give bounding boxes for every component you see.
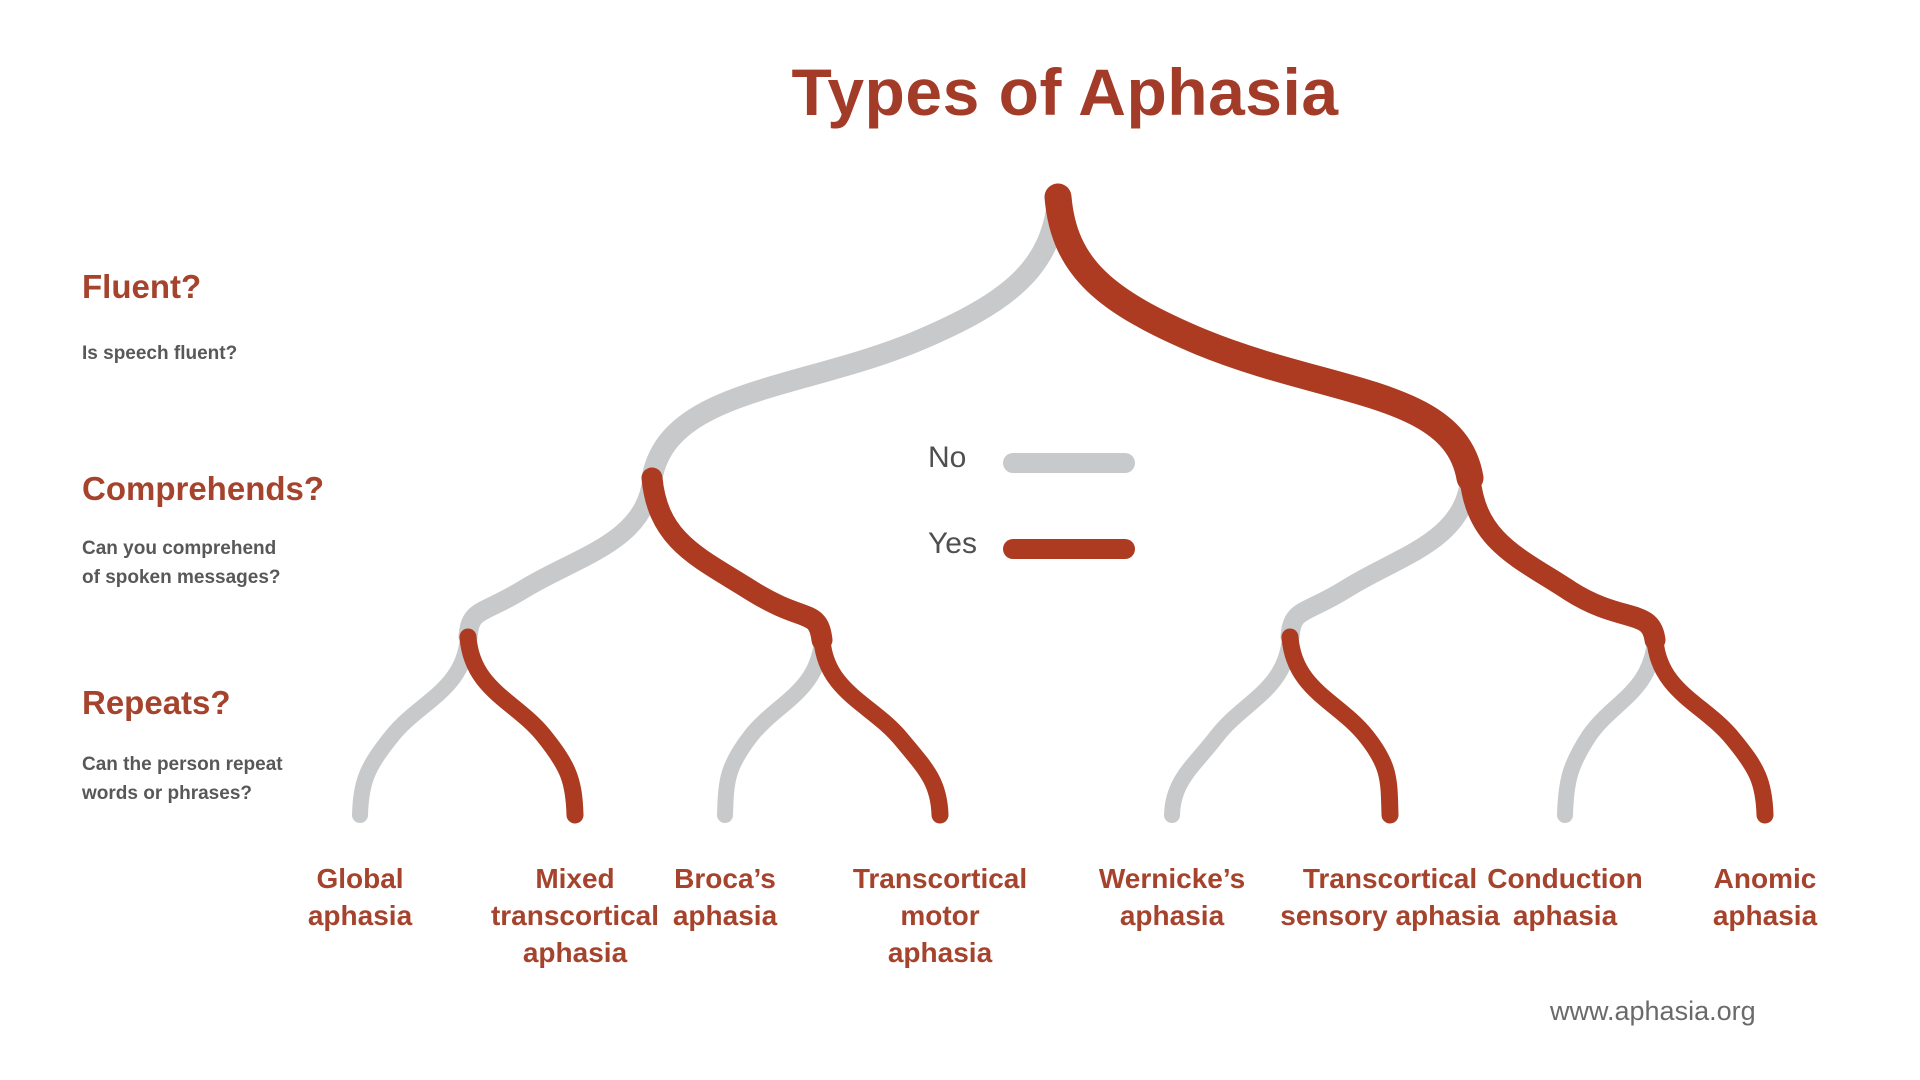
- leaf-label-mixed-transcortical-aphasia: Mixed transcortical aphasia: [490, 863, 660, 968]
- branch-to-wernickes-aphasia: [1164, 629, 1298, 823]
- question-fluent: Fluent? Is speech fluent?: [82, 268, 422, 368]
- question-fluent-subtext: Is speech fluent?: [82, 343, 238, 364]
- question-repeats-subtext: Can the person repeat words or phrases?: [82, 754, 283, 804]
- branch-notfluent-comprehends: [641, 467, 833, 651]
- branch-fluent-comprehends: [1459, 467, 1666, 651]
- page-title: Types of Aphasia: [791, 55, 1339, 129]
- branch-to-conduction-aphasia: [1557, 632, 1663, 823]
- leaf-label-conduction-aphasia: Conduction aphasia: [1487, 863, 1643, 931]
- leaf-label-transcortical-motor-aphasia: Transcortical motor aphasia: [852, 863, 1028, 968]
- legend-yes-label: Yes: [928, 527, 977, 560]
- branch-to-anomic-aphasia: [1646, 631, 1774, 824]
- website-url: www.aphasia.org: [1550, 996, 1756, 1026]
- branch-root-fluent: [1044, 183, 1484, 492]
- branch-to-brocas-aphasia: [717, 632, 830, 823]
- branch-fluent-nocomprehend: [1280, 468, 1480, 647]
- leaf-label-transcortical-sensory-aphasia: Transcortical sensory aphasia: [1280, 863, 1500, 931]
- legend-no-label: No: [928, 441, 967, 474]
- question-comprehends-label: Comprehends?: [82, 470, 325, 507]
- leaf-label-brocas-aphasia: Broca’s aphasia: [672, 863, 778, 931]
- branch-to-global-aphasia: [352, 629, 476, 823]
- leaf-label-wernickes-aphasia: Wernicke’s aphasia: [1098, 863, 1246, 931]
- branch-to-transcortical-sensory-aphasia: [1281, 628, 1399, 824]
- legend-yes-pill: [1003, 539, 1135, 559]
- branch-to-transcortical-motor-aphasia: [813, 631, 949, 824]
- branch-to-mixed-transcortical-aphasia: [459, 628, 584, 824]
- question-comprehends-subtext: Can you comprehend of spoken messages?: [82, 538, 281, 588]
- legend-no-pill: [1003, 453, 1135, 473]
- question-repeats: Repeats? Can the person repeat words or …: [82, 684, 422, 808]
- question-fluent-label: Fluent?: [82, 268, 202, 305]
- branch-notfluent-nocomprehend: [458, 468, 662, 647]
- leaf-label-anomic-aphasia: Anomic aphasia: [1712, 863, 1818, 931]
- leaf-label-global-aphasia: Global aphasia: [307, 863, 413, 931]
- branch-root-notfluent: [641, 186, 1069, 489]
- question-comprehends: Comprehends? Can you comprehend of spoke…: [82, 470, 422, 592]
- question-repeats-label: Repeats?: [82, 684, 231, 721]
